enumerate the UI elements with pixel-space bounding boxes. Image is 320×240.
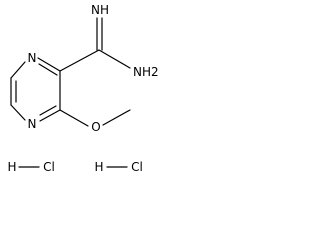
hcl-2-h-label: H	[94, 160, 103, 174]
methoxy-group	[59, 109, 131, 127]
bond-n-top-c2-double	[38, 63, 58, 76]
imine-label: NH	[91, 3, 109, 17]
bond-c3-n-bottom	[39, 109, 61, 122]
bond-c2-amidine	[59, 49, 100, 72]
ring-nitrogen-bottom-label: N	[28, 117, 37, 131]
ring-nitrogen-top-label: N	[28, 51, 37, 65]
methoxy-oxygen-label: O	[91, 120, 100, 134]
bond-c3-o	[59, 109, 89, 127]
bond-amidine-amine	[98, 49, 131, 69]
hcl-1-h-label: H	[7, 160, 16, 174]
bond-n-top-c2	[37, 57, 61, 72]
amine-label: NH2	[133, 65, 159, 79]
chemical-structure: N N NH NH2 O H Cl H Cl	[7, 3, 159, 174]
pyrazine-ring	[10, 57, 61, 122]
bond-o-ch3	[102, 109, 131, 126]
bond-c3-n-bottom-double	[39, 105, 57, 116]
bond-c1-n-top	[10, 61, 26, 79]
hcl-1-cl-label: Cl	[43, 160, 55, 174]
bond-c6-n-bottom	[10, 104, 26, 121]
amidine-group	[59, 17, 131, 72]
hcl-2-cl-label: Cl	[131, 160, 143, 174]
